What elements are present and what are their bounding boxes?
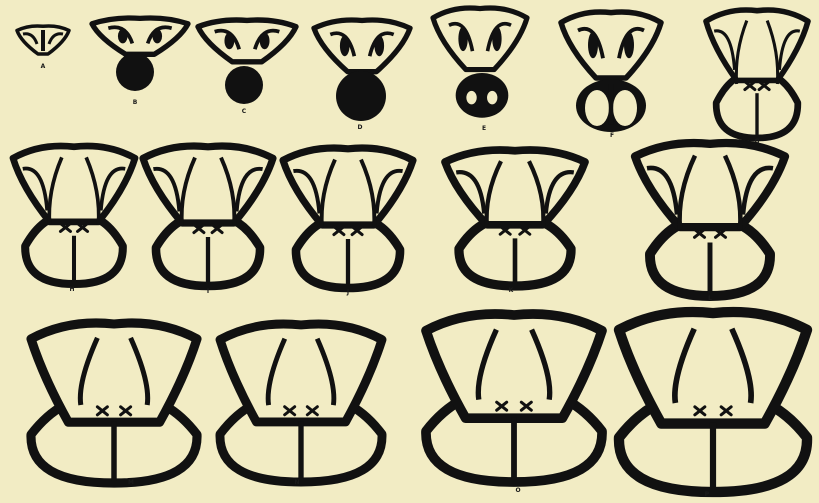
- stage-label: N: [294, 479, 299, 486]
- stage-label: E: [482, 125, 486, 132]
- stage-label: H: [69, 286, 74, 293]
- stage-label: K: [509, 287, 514, 294]
- stage-label: F: [610, 132, 614, 139]
- stage-o: O: [426, 314, 602, 494]
- stage-label: I: [207, 288, 209, 295]
- stage-j: J: [283, 148, 413, 296]
- stage-d: D: [314, 20, 410, 131]
- stage-f: F: [561, 12, 661, 139]
- stage-label: B: [133, 99, 138, 106]
- stage-label: O: [515, 487, 520, 494]
- stage-c: C: [198, 20, 296, 115]
- stage-m: M: [31, 323, 197, 486]
- stage-g: G: [706, 10, 808, 145]
- stage-label: A: [41, 63, 46, 70]
- stage-n: N: [220, 324, 382, 486]
- stage-b: B: [92, 18, 188, 106]
- stage-k: K: [445, 150, 585, 294]
- stage-label: D: [358, 124, 363, 131]
- stage-label: J: [346, 289, 349, 296]
- stage-label: C: [242, 108, 247, 115]
- stage-e: E: [433, 8, 527, 132]
- stage-h: H: [13, 146, 135, 293]
- stage-i: I: [143, 146, 273, 295]
- stage-label: L: [708, 295, 712, 302]
- stage-a: A: [17, 26, 69, 70]
- stage-p: P: [619, 312, 807, 498]
- stage-label: P: [705, 491, 710, 498]
- stage-l: L: [635, 143, 785, 302]
- stage-label: M: [128, 479, 134, 486]
